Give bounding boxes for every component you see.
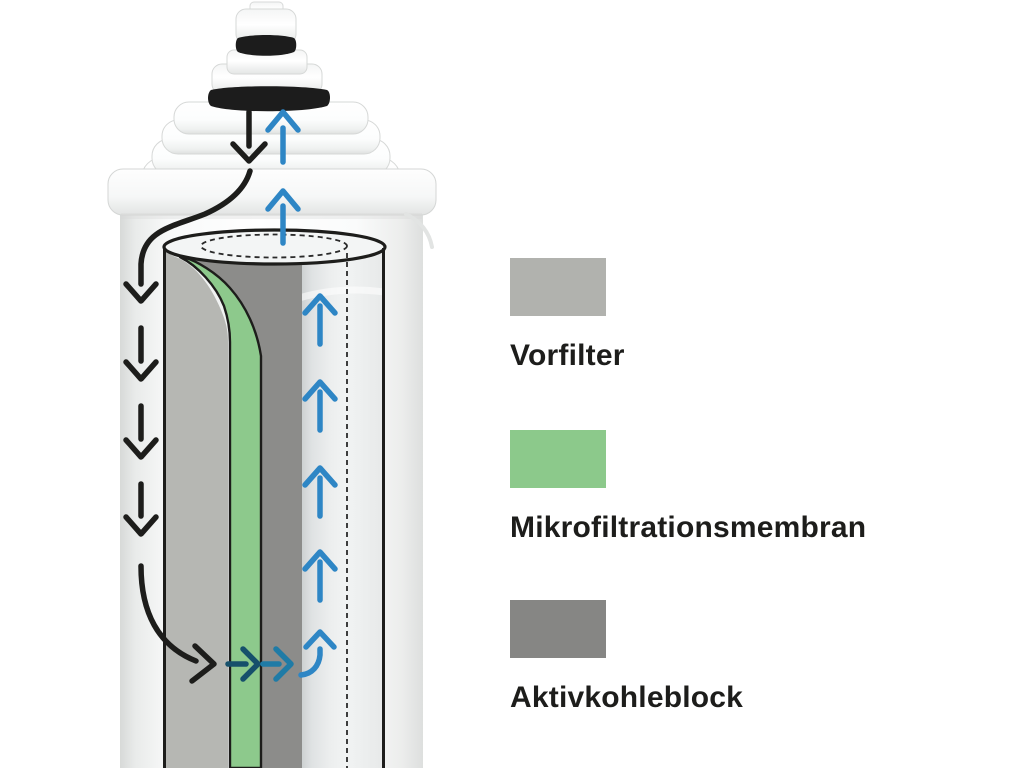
filter-cartridge-illustration [107, 1, 437, 768]
outflow-turn-arrow [298, 646, 323, 678]
outflow-top-arrow-head [265, 109, 301, 133]
membrane-swatch [510, 430, 606, 488]
embossed-logo-mark [404, 212, 434, 249]
outflow-neck-arrow-head [265, 188, 301, 212]
inflow-curve-arrow [138, 168, 253, 287]
membrane-label: Mikrofiltrationsmembran [510, 511, 867, 544]
outflow-up-arrow-head [302, 293, 338, 316]
core-highlight [298, 286, 385, 302]
vorfilter-swatch [510, 258, 606, 316]
outflow-up-arrow-head [302, 379, 338, 402]
carbon-pass-head [273, 646, 294, 682]
legend: Vorfilter Mikrofiltrationsmembran Aktivk… [510, 0, 1020, 768]
carbon-pass-arrow [260, 646, 294, 682]
outflow-up-arrow-head [302, 465, 338, 488]
body-lip-ring [107, 168, 437, 216]
inner-core-dashed-outline [200, 233, 348, 259]
o-ring-lower [208, 86, 330, 112]
o-ring-upper [235, 35, 297, 56]
inflow-down-arrow-head [123, 437, 159, 460]
vorfilter-layer [164, 250, 228, 768]
inflow-top-arrow-head [230, 141, 268, 164]
carbon-block-layer [180, 256, 302, 768]
outflow-turn-arrow-head [303, 629, 337, 650]
inflow-down-arrow-head [123, 359, 159, 382]
membrane-pass-arrow [225, 646, 261, 682]
vorfilter-label: Vorfilter [510, 339, 625, 372]
inflow-curve-arrow-head [123, 281, 159, 304]
legend-item-vorfilter: Vorfilter [510, 258, 625, 371]
unfiltered-water-flow [123, 109, 268, 684]
filtered-water-flow [265, 109, 338, 678]
membrane-pass-head [240, 646, 261, 682]
inflow-down-arrow-head [123, 514, 159, 537]
outflow-up-arrow-head [302, 549, 338, 572]
carbon-swatch [510, 600, 606, 658]
legend-item-aktivkohleblock: Aktivkohleblock [510, 600, 743, 713]
lip-shadow [121, 213, 422, 219]
cutaway-cylinder [162, 228, 387, 768]
cylinder-top-outline [162, 228, 387, 266]
carbon-label: Aktivkohleblock [510, 681, 744, 714]
outer-core-surface [347, 252, 384, 768]
inflow-turn-arrow-head [189, 643, 217, 684]
inflow-turn-arrow [138, 563, 199, 664]
legend-item-mikrofiltrationsmembran: Mikrofiltrationsmembran [510, 430, 866, 543]
